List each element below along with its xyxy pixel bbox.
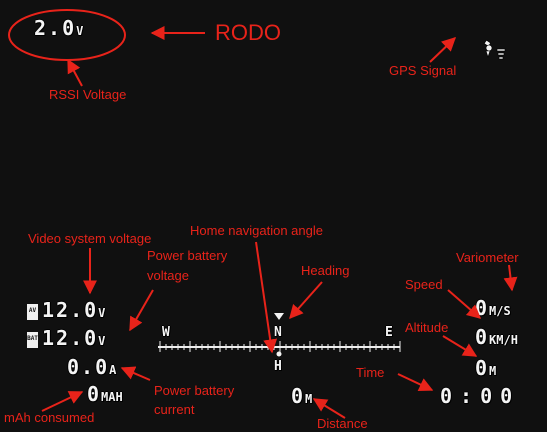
video-system-voltage-label: Video system voltage	[28, 231, 152, 246]
distance-label: Distance	[317, 416, 368, 431]
compass-west-label: W	[162, 325, 172, 340]
current-value: 0.0	[67, 355, 110, 379]
distance-unit: M	[305, 392, 313, 406]
power-voltage-arrow	[129, 289, 154, 332]
variometer-unit: KM/H	[489, 333, 518, 347]
power-battery-icon: BAT	[27, 331, 38, 348]
mah-arrow	[41, 391, 84, 412]
speed-arrow	[447, 289, 482, 319]
home-marker-icon	[276, 351, 282, 357]
variometer-readout: 0KM/H	[475, 325, 518, 349]
compass-scale	[158, 313, 401, 357]
time-label: Time	[356, 365, 385, 380]
heading-marker-icon	[274, 313, 284, 320]
mah-consumed-label: mAh consumed	[4, 410, 95, 425]
power-voltage-value: 12.0	[42, 326, 99, 350]
rssi-voltage-unit: V	[76, 24, 84, 38]
mah-readout: 0MAH	[87, 382, 123, 406]
power-battery-current-label-line1: Power battery	[154, 383, 235, 398]
mah-unit: MAH	[101, 390, 123, 404]
rodo-ellipse	[8, 9, 126, 61]
rssi-voltage-value: 2.0	[34, 16, 77, 40]
distance-readout: 0M	[291, 384, 312, 408]
altitude-value: 0	[475, 356, 490, 380]
power-battery-voltage-label-line1: Power battery	[147, 248, 228, 263]
video-voltage-unit: V	[98, 306, 106, 320]
gps-arrow	[429, 37, 457, 63]
speed-label: Speed	[405, 277, 443, 292]
current-arrow	[120, 366, 151, 381]
rssi-voltage-readout: 2.0V	[34, 16, 83, 40]
heading-arrow	[289, 281, 323, 320]
rssi-voltage-label: RSSI Voltage	[49, 87, 127, 102]
power-voltage-readout: BAT 12.0V	[27, 326, 105, 350]
home-angle-arrow	[255, 241, 278, 354]
compass-east-label: E	[385, 325, 395, 340]
current-unit: A	[109, 363, 117, 377]
altitude-label: Altitude	[405, 320, 449, 335]
altitude-unit: M	[489, 364, 497, 378]
video-voltage-value: 12.0	[42, 298, 99, 322]
altitude-readout: 0M	[475, 356, 496, 380]
variometer-label: Variometer	[456, 250, 519, 265]
compass-north-label: N	[274, 325, 284, 340]
gps-signal-label: GPS Signal	[389, 63, 457, 78]
altitude-arrow	[442, 335, 478, 357]
variometer-arrow	[503, 264, 518, 292]
time-arrow	[397, 373, 434, 391]
mah-value: 0	[87, 382, 102, 406]
flight-time-readout: 0:00	[440, 384, 521, 408]
gps-satellite-icon	[456, 18, 508, 66]
compass-home-label: H	[274, 359, 284, 374]
power-battery-current-label-line2: current	[154, 402, 195, 417]
distance-arrow	[312, 398, 346, 419]
heading-label: Heading	[301, 263, 350, 278]
rssi-arrow	[67, 58, 83, 87]
variometer-value: 0	[475, 325, 490, 349]
speed-unit: M/S	[489, 304, 511, 318]
distance-value: 0	[291, 384, 306, 408]
rodo-label: RODO	[215, 20, 281, 45]
power-battery-voltage-label-line2: voltage	[147, 268, 189, 283]
video-battery-icon: AV	[27, 303, 38, 320]
home-navigation-angle-label: Home navigation angle	[190, 223, 323, 238]
current-readout: 0.0A	[67, 355, 116, 379]
power-voltage-unit: V	[98, 334, 106, 348]
